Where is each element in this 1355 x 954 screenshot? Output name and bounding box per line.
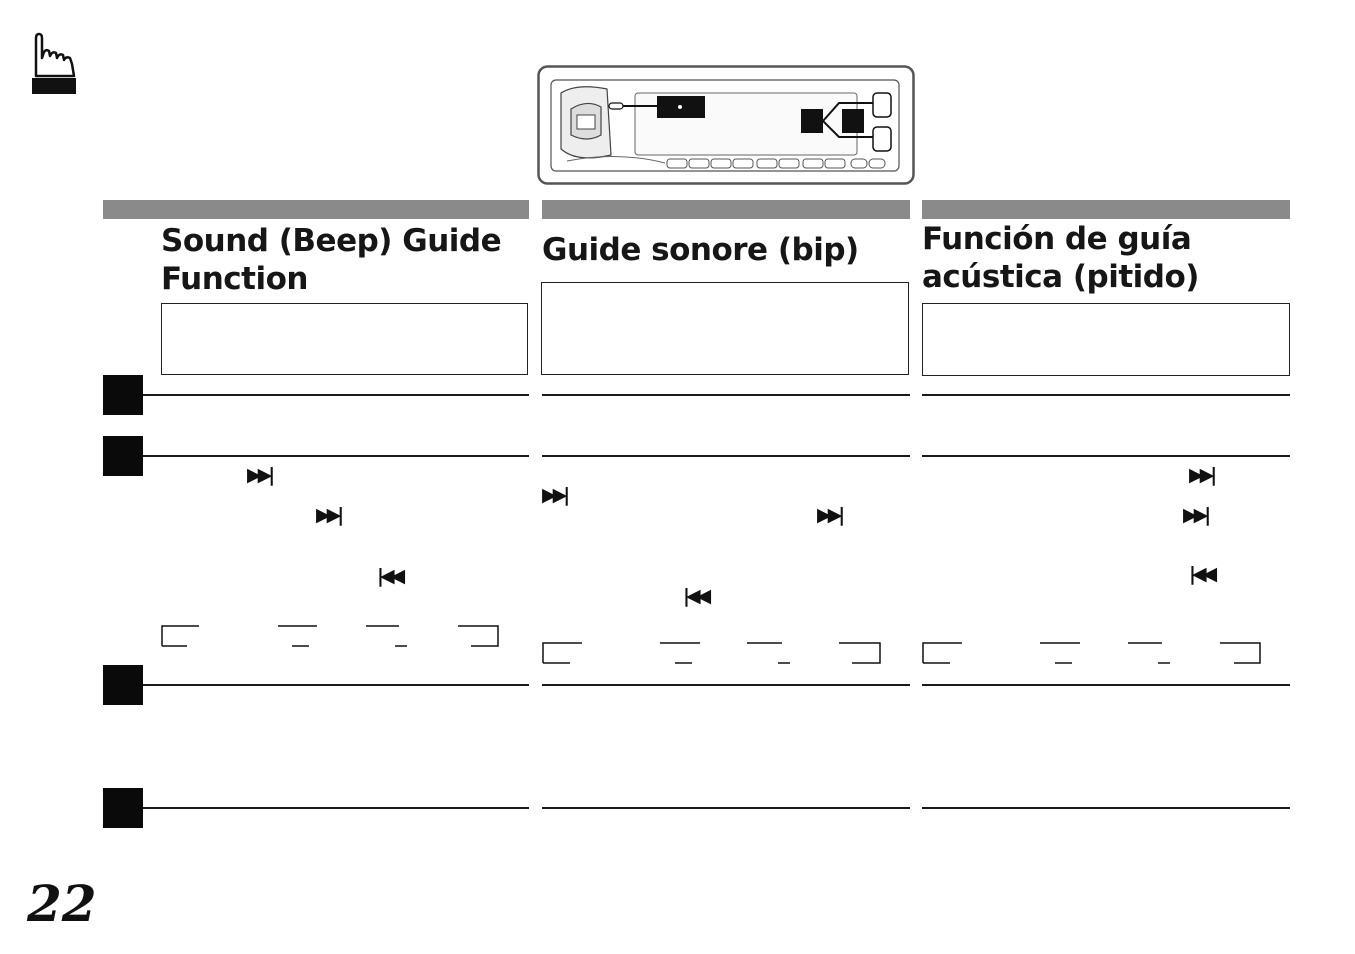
skip-forward-icon: ▶▶| <box>316 504 344 526</box>
column-header-bar-fr <box>542 200 910 219</box>
title-line-1: Sound (Beep) Guide <box>161 223 502 259</box>
step-marker-2 <box>103 436 143 476</box>
step-4-rule-en <box>143 807 529 809</box>
section-title-es: Función de guía acústica (pitido) <box>922 220 1292 296</box>
section-title-fr: Guide sonore (bip) <box>542 231 912 269</box>
skip-forward-icon: ▶▶| <box>817 504 845 526</box>
beep-sequence-diagram-fr <box>542 641 882 665</box>
step-1-rule-en <box>143 394 529 396</box>
skip-forward-icon: ▶▶| <box>1183 504 1211 526</box>
step-2-rule-en <box>143 455 529 457</box>
skip-back-icon: |◀◀ <box>377 565 405 587</box>
skip-back-icon: |◀◀ <box>1189 563 1217 585</box>
note-box-es <box>922 303 1290 376</box>
skip-forward-icon: ▶▶| <box>1189 464 1217 486</box>
beep-sequence-diagram-en <box>161 624 501 648</box>
step-4-rule-es <box>922 807 1290 809</box>
skip-forward-icon: ▶▶| <box>247 464 275 486</box>
column-header-bar-en <box>103 200 529 219</box>
step-3-rule-fr <box>542 684 910 686</box>
title-line-2: acústica (pitido) <box>922 259 1199 295</box>
note-box-en <box>161 303 528 375</box>
skip-forward-icon: ▶▶| <box>542 484 570 506</box>
step-marker-3 <box>103 665 143 705</box>
page-number: 22 <box>27 874 97 933</box>
beep-sequence-diagram-es <box>922 641 1262 665</box>
step-3-rule-es <box>922 684 1290 686</box>
section-title-en: Sound (Beep) Guide Function <box>161 222 531 298</box>
step-marker-1 <box>103 375 143 415</box>
note-box-fr <box>541 282 909 375</box>
step-3-rule-en <box>143 684 529 686</box>
step-2-rule-fr <box>542 455 910 457</box>
column-header-bar-es <box>922 200 1290 219</box>
pointing-hand-icon <box>30 32 78 96</box>
car-stereo-illustration <box>537 65 915 185</box>
title-line-1: Guide sonore (bip) <box>542 232 859 268</box>
step-2-rule-es <box>922 455 1290 457</box>
step-4-rule-fr <box>542 807 910 809</box>
step-1-rule-fr <box>542 394 910 396</box>
step-marker-4 <box>103 788 143 828</box>
title-line-1: Función de guía <box>922 221 1192 257</box>
skip-back-icon: |◀◀ <box>683 585 711 607</box>
title-line-2: Function <box>161 261 308 297</box>
step-1-rule-es <box>922 394 1290 396</box>
